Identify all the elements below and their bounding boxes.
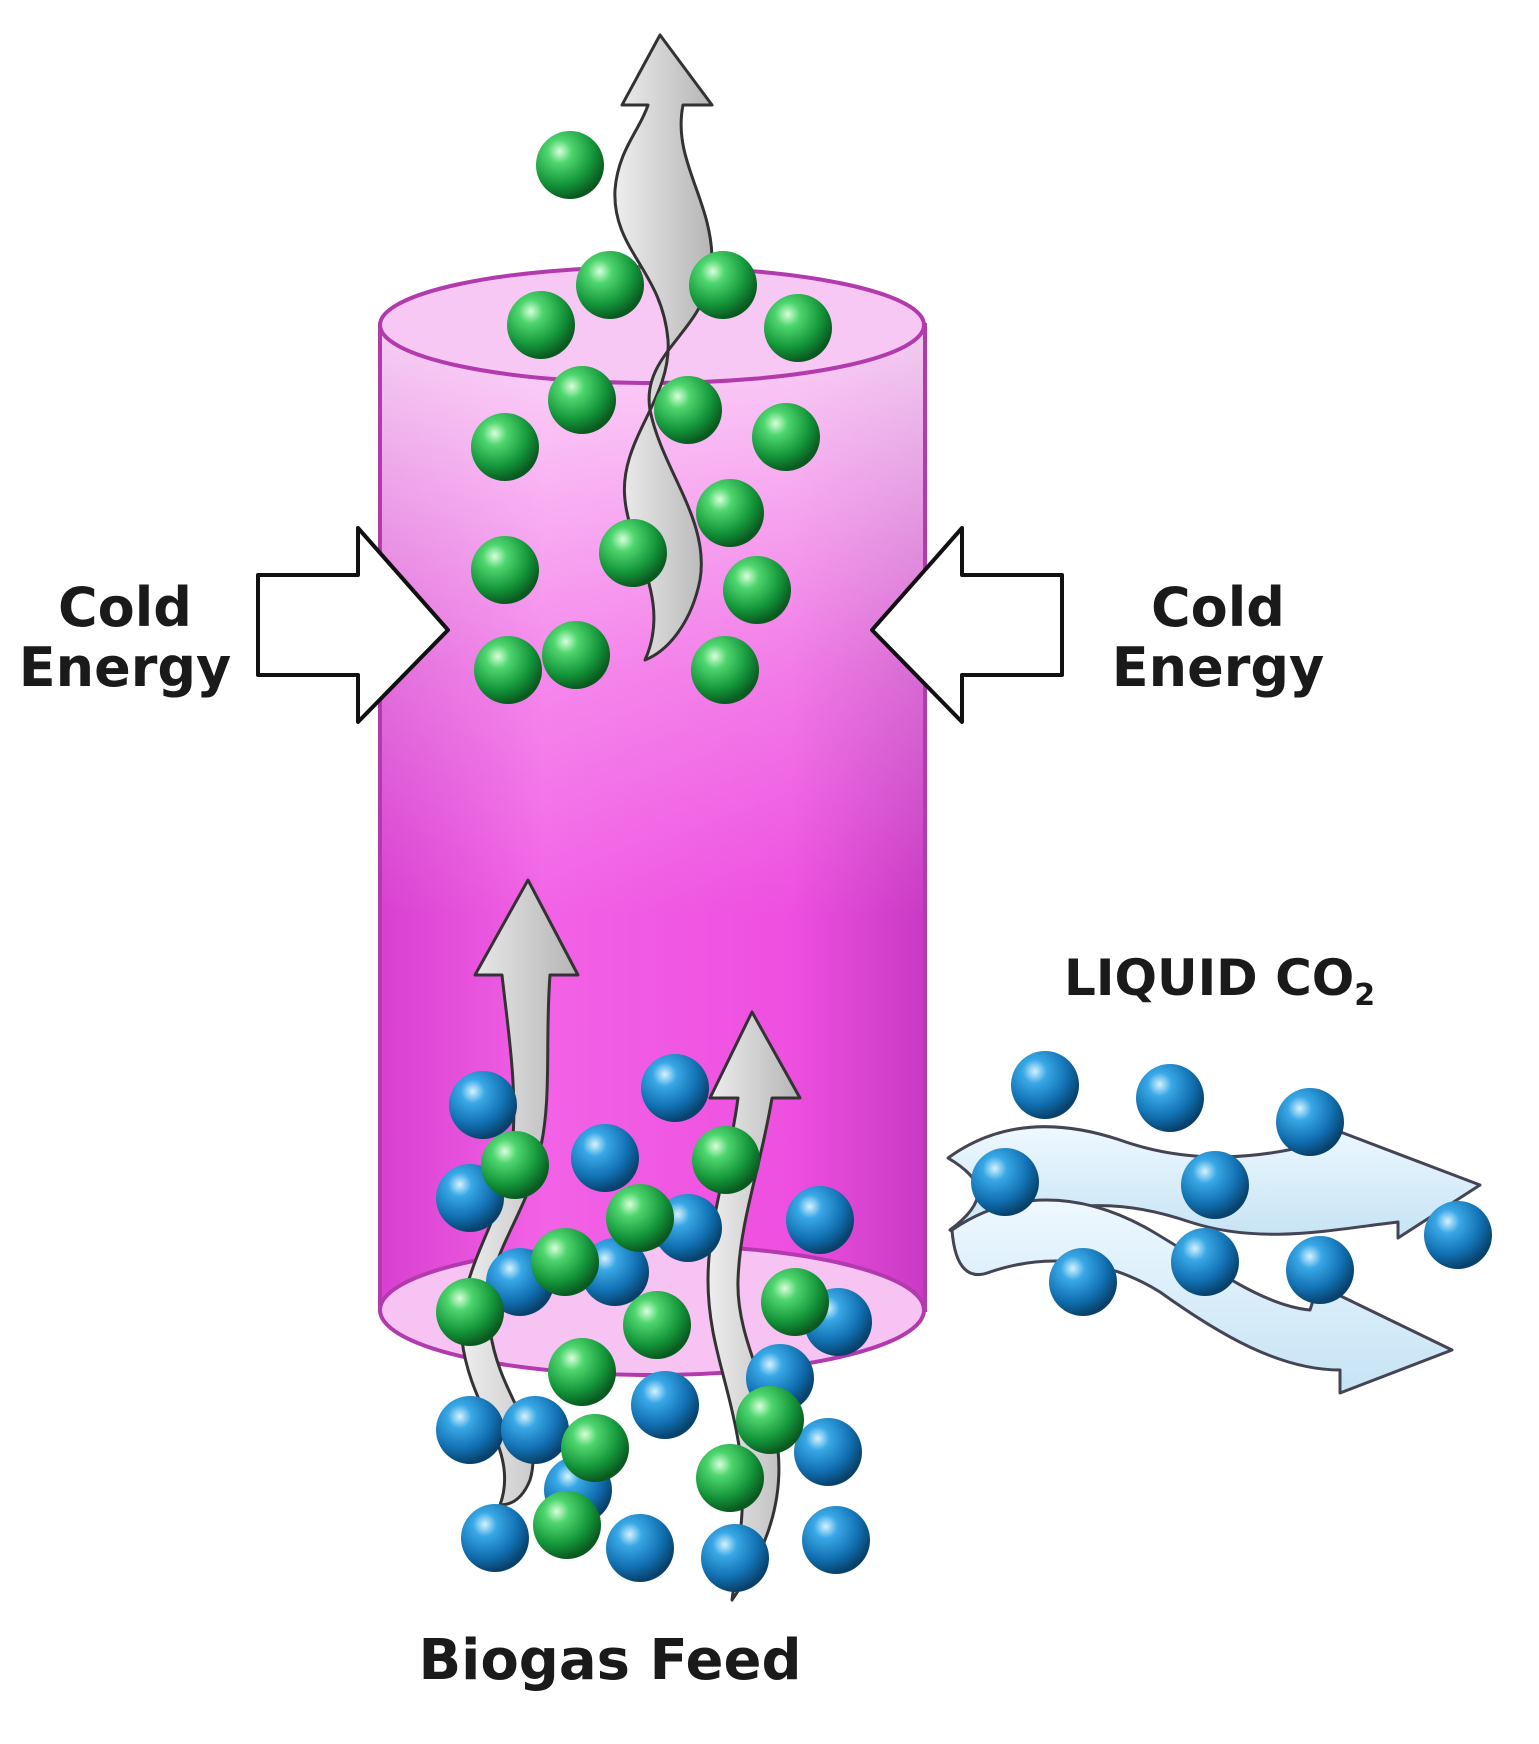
co2-molecule — [802, 1506, 870, 1574]
methane-molecule — [654, 376, 722, 444]
co2-molecule — [1011, 1051, 1079, 1119]
co2-molecule — [786, 1186, 854, 1254]
methane-molecule — [548, 366, 616, 434]
methane-molecule — [436, 1278, 504, 1346]
methane-molecule — [481, 1131, 549, 1199]
methane-molecule — [696, 1444, 764, 1512]
methane-molecule — [531, 1228, 599, 1296]
co2-molecule — [1276, 1088, 1344, 1156]
co2-molecule — [1181, 1151, 1249, 1219]
methane-molecule — [471, 536, 539, 604]
co2-molecule — [1049, 1248, 1117, 1316]
methane-molecule — [606, 1184, 674, 1252]
cold-left-line1: Cold — [58, 576, 192, 639]
cold-right-line1: Cold — [1151, 576, 1285, 639]
methane-molecule — [533, 1491, 601, 1559]
methane-molecule — [692, 1126, 760, 1194]
liquid-co2-subscript: 2 — [1354, 978, 1376, 1013]
co2-molecule — [1136, 1064, 1204, 1132]
methane-molecule — [689, 251, 757, 319]
cold-energy-left-arrow — [256, 526, 450, 724]
methane-molecule — [691, 636, 759, 704]
cold-energy-left-label: Cold Energy — [10, 576, 240, 700]
methane-molecule — [723, 556, 791, 624]
co2-molecule — [436, 1396, 504, 1464]
methane-molecule — [761, 1268, 829, 1336]
co2-molecule — [631, 1371, 699, 1439]
co2-molecule — [1171, 1228, 1239, 1296]
cold-right-line2: Energy — [1111, 636, 1325, 700]
biogas-feed-text: Biogas Feed — [418, 1628, 802, 1693]
methane-molecule — [736, 1386, 804, 1454]
cold-energy-right-arrow — [870, 526, 1064, 724]
co2-molecule — [449, 1071, 517, 1139]
methane-molecule — [576, 251, 644, 319]
methane-molecule — [471, 413, 539, 481]
methane-molecule — [599, 519, 667, 587]
co2-molecule — [501, 1396, 569, 1464]
co2-molecule — [1424, 1201, 1492, 1269]
methane-molecule — [561, 1414, 629, 1482]
cold-energy-right-label: Cold Energy — [1098, 576, 1338, 700]
co2-molecule — [571, 1124, 639, 1192]
co2-molecule — [1286, 1236, 1354, 1304]
liquid-co2-label: LIQUID CO2 — [1064, 950, 1424, 1013]
co2-molecule — [606, 1514, 674, 1582]
co2-molecule — [794, 1418, 862, 1486]
methane-molecule — [507, 291, 575, 359]
methane-molecule — [536, 131, 604, 199]
liquid-co2-text: LIQUID CO — [1064, 949, 1355, 1007]
cold-left-line2: Energy — [18, 636, 232, 700]
methane-molecule — [623, 1291, 691, 1359]
co2-molecule — [701, 1524, 769, 1592]
methane-molecule — [474, 636, 542, 704]
molecules-layer — [436, 131, 1492, 1592]
methane-molecule — [548, 1338, 616, 1406]
co2-molecule — [461, 1504, 529, 1572]
co2-molecule — [971, 1148, 1039, 1216]
methane-molecule — [752, 403, 820, 471]
methane-molecule — [542, 621, 610, 689]
methane-molecule — [764, 294, 832, 362]
co2-molecule — [641, 1054, 709, 1122]
biogas-feed-label: Biogas Feed — [400, 1628, 820, 1693]
methane-molecule — [696, 479, 764, 547]
